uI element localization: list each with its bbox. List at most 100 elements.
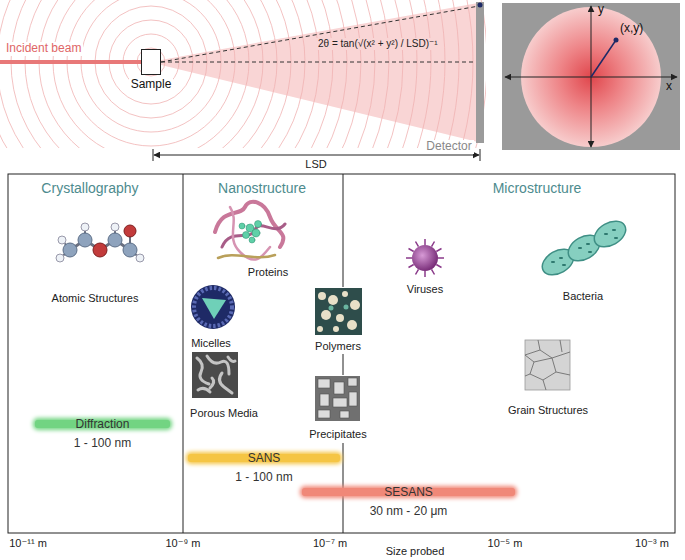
ligand-sphere	[239, 223, 245, 229]
micelle-icon	[191, 285, 235, 329]
polymer-micrograph	[315, 288, 362, 335]
grain-boundaries	[525, 340, 570, 390]
wavefront	[39, 0, 263, 148]
detector-label: Detector	[424, 140, 473, 154]
precipitate	[333, 398, 347, 407]
polymer-bead	[344, 305, 349, 310]
scale-tick-label: 10⁻¹¹ m	[9, 537, 47, 550]
region-heading: Crystallography	[41, 180, 138, 196]
wavefront	[0, 0, 361, 148]
hydrogen-atom	[111, 223, 119, 231]
detector-plate	[476, 2, 484, 143]
radius-line	[591, 40, 616, 77]
item-label: Porous Media	[190, 407, 258, 420]
micelle-heads	[194, 288, 232, 326]
item-label: Precipitates	[309, 428, 366, 441]
polymer-bead	[336, 314, 344, 322]
hydrogen-atom	[136, 254, 144, 262]
item-label: Polymers	[315, 340, 361, 353]
virus-icon	[406, 239, 444, 277]
precipitate	[318, 410, 330, 418]
item-label: Grain Structures	[508, 404, 588, 417]
technique-name: SESANS	[382, 484, 435, 500]
ligand-sphere	[249, 237, 255, 243]
carbon-atom	[78, 233, 92, 247]
incident-beam	[0, 60, 142, 64]
dashed-ray	[161, 6, 479, 62]
wavefront	[0, 0, 486, 148]
wavefront	[0, 0, 403, 148]
wavefront	[11, 0, 291, 148]
region-heading: Nanostructure	[218, 180, 306, 196]
scale-tick-label: 10⁻⁷ m	[313, 537, 347, 550]
polymer-bead	[333, 326, 339, 332]
virus-spikes	[406, 239, 444, 277]
panel-frame	[8, 174, 675, 533]
carbon-atom	[123, 243, 137, 257]
oxygen-atom	[93, 243, 107, 257]
bacterium	[590, 216, 630, 252]
diffraction-bar: Diffraction1 - 100 nm	[35, 416, 170, 451]
polymer-bead	[318, 292, 326, 300]
wavefront	[0, 0, 389, 148]
precipitate-micrograph	[315, 376, 360, 421]
sample-holder: Sample	[126, 49, 176, 91]
protein-strand	[218, 255, 275, 258]
polymer-icon	[315, 288, 362, 335]
wavefront	[0, 0, 417, 148]
bacteria-icon	[538, 216, 630, 280]
wavefront	[0, 0, 305, 148]
wavefront	[137, 48, 165, 76]
pore-network	[197, 356, 235, 393]
hydrogen-atom	[81, 223, 89, 231]
dimension-tick	[480, 149, 481, 161]
sample-cell	[141, 49, 161, 75]
polymer-bead	[347, 320, 357, 330]
scale-tick-label: 10⁻⁵ m	[488, 537, 523, 550]
polymer-bead	[321, 310, 331, 320]
precipitate	[349, 392, 357, 406]
axis-title: Size probed	[386, 545, 445, 558]
wavefront	[0, 0, 375, 148]
range-label: 30 nm - 20 μm	[368, 503, 450, 519]
hydrogen-atom	[56, 254, 64, 262]
ligand-sphere	[243, 232, 250, 239]
dimension-line	[154, 155, 479, 156]
technique-name: Diffraction	[74, 416, 132, 432]
sesans-bar: SESANS 30 nm - 20 μm	[302, 484, 515, 519]
hydrogen-atom	[58, 236, 66, 244]
detector-image	[502, 3, 680, 150]
item-label: Bacteria	[563, 290, 603, 303]
sans-bar: SANS1 - 100 nm	[188, 450, 340, 485]
protein-ribbon	[222, 224, 285, 247]
pixel-point	[614, 38, 619, 43]
item-label: Atomic Structures	[52, 292, 139, 305]
precipitate	[348, 378, 357, 386]
region-heading: Microstructure	[493, 180, 582, 196]
axis-label: y	[598, 3, 604, 17]
wavefront	[0, 0, 431, 148]
carbon-atom	[108, 233, 122, 247]
carbon-atom	[63, 243, 77, 257]
precipitate	[320, 394, 329, 406]
bacterium-granules	[552, 230, 617, 265]
oxygen-atom	[124, 225, 136, 237]
protein-ribbon	[230, 207, 270, 260]
range-label: 1 - 100 nm	[233, 469, 294, 485]
wavefront	[0, 0, 473, 148]
sample-label: Sample	[129, 77, 174, 91]
wavefront	[81, 0, 221, 132]
wavefront	[67, 0, 235, 146]
detector-point	[478, 3, 483, 8]
ligand-sphere	[255, 221, 262, 228]
wavefront	[0, 0, 319, 148]
polymer-bead	[328, 295, 338, 305]
micelle-shell	[191, 285, 235, 329]
porous-icon	[192, 352, 238, 398]
grain-icon	[525, 340, 570, 390]
item-label: Micelles	[191, 337, 231, 350]
polymer-bead	[342, 291, 348, 297]
region-divider	[343, 174, 344, 287]
